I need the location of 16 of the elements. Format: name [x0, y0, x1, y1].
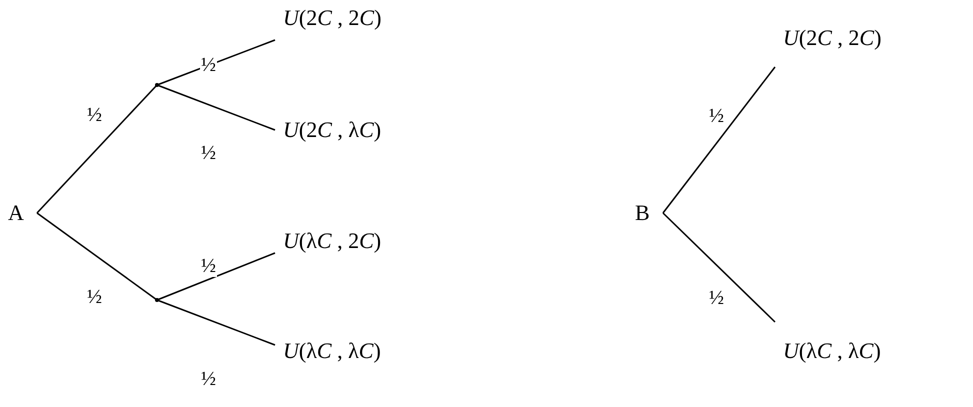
outcome-label: U(2C , 2C) — [783, 25, 882, 51]
outcome-label: U(λC , λC) — [283, 338, 381, 364]
tree-branch — [662, 212, 776, 323]
tree-branch — [36, 212, 158, 301]
outcome-label: U(λC , λC) — [783, 338, 881, 364]
root-label: B — [635, 200, 650, 226]
outcome-label: U(λC , 2C) — [283, 228, 382, 254]
tree-branch — [662, 66, 776, 214]
tree-branch — [156, 39, 276, 86]
root-label: A — [8, 200, 24, 226]
tree-branch — [36, 84, 158, 214]
tree-branch — [156, 299, 276, 346]
tree-branch — [156, 84, 276, 131]
outcome-label: U(2C , 2C) — [283, 5, 382, 31]
outcome-label: U(2C , λC) — [283, 117, 382, 143]
tree-branch — [156, 252, 276, 301]
